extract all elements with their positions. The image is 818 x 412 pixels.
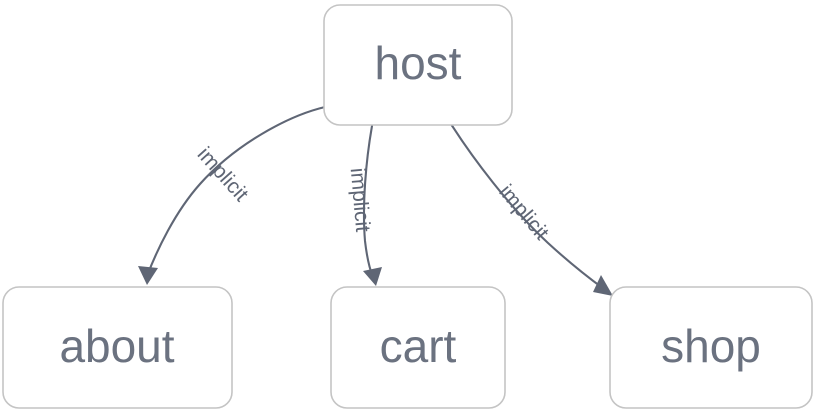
- arrowhead-icon: [138, 266, 158, 285]
- node-box-cart[interactable]: [330, 286, 506, 409]
- nodes-layer: host about cart shop: [2, 4, 813, 409]
- edge-line-host-shop: [449, 122, 606, 291]
- edges-layer: [138, 105, 613, 296]
- edge-host-shop: [449, 122, 613, 296]
- node-box-about[interactable]: [2, 286, 233, 409]
- node-label-shop: shop: [661, 320, 761, 372]
- node-box-shop[interactable]: [609, 286, 813, 409]
- edge-line-host-about: [145, 105, 327, 278]
- node-label-host: host: [375, 37, 462, 89]
- edge-labels-layer: implicit implicit implicit: [193, 143, 554, 245]
- edge-label-host-shop: implicit: [494, 180, 553, 244]
- node-shop[interactable]: shop: [609, 286, 813, 409]
- edge-label-host-about: implicit: [193, 143, 253, 206]
- edge-host-cart: [362, 124, 382, 286]
- edge-host-about: [138, 105, 327, 285]
- node-host[interactable]: host: [323, 4, 513, 126]
- node-box-host[interactable]: [323, 4, 513, 126]
- edge-line-host-cart: [362, 124, 375, 279]
- arrowhead-icon: [363, 267, 382, 286]
- node-about[interactable]: about: [2, 286, 233, 409]
- node-label-cart: cart: [380, 320, 457, 372]
- node-cart[interactable]: cart: [330, 286, 506, 409]
- edge-label-host-cart: implicit: [346, 167, 375, 233]
- node-label-about: about: [59, 320, 174, 372]
- arrowhead-icon: [593, 275, 613, 296]
